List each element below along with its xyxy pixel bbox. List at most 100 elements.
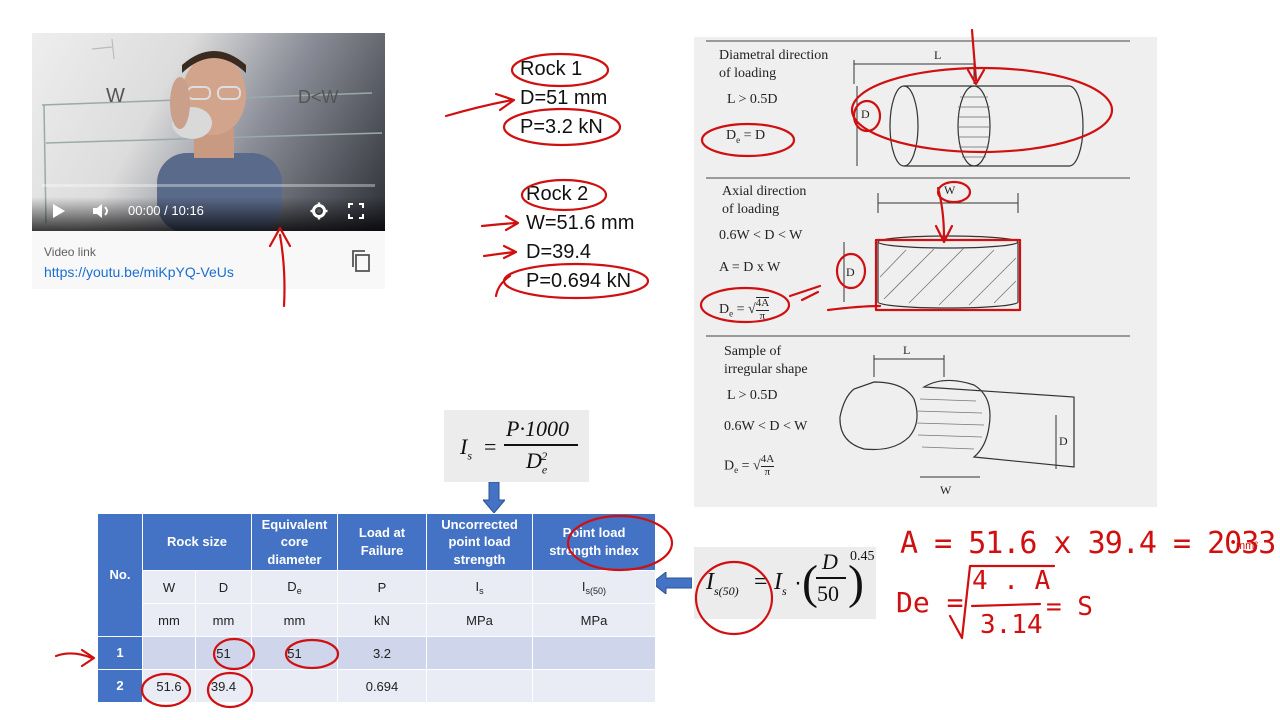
loading-direction-figure: Diametral direction of loading L > 0.5D …: [694, 37, 1157, 507]
formula-is50-paren-close: ): [848, 556, 864, 609]
s3-condition1: L > 0.5D: [727, 388, 778, 403]
s3-dim-d: D: [1059, 434, 1068, 448]
cell-w: 51.6: [142, 669, 196, 703]
video-link-label: Video link: [44, 245, 96, 259]
handwritten-de-numerator: 4 . A: [972, 566, 1051, 596]
unit-d: mm: [195, 603, 252, 637]
note-rock2-d: D=39.4: [526, 241, 592, 263]
s2-title-line1: Axial direction: [722, 184, 807, 199]
ink-arrow-rock2-w: [480, 214, 520, 232]
s2-area: A = D x W: [719, 260, 781, 275]
formula-is50-lhs: Is(50): [706, 569, 739, 598]
note-rock1-d: D=51 mm: [520, 87, 608, 109]
handwritten-de-result: = S: [1046, 592, 1093, 622]
s1-title-line2: of loading: [719, 66, 777, 81]
cell-p: 0.694: [337, 669, 427, 703]
cell-is: [426, 669, 533, 703]
cell-w: [142, 636, 196, 670]
cell-d: 39.4: [195, 669, 252, 703]
formula-is-denominator: De2: [526, 448, 548, 477]
cell-d: 51: [195, 636, 252, 670]
s3-title-line2: irregular shape: [724, 362, 808, 377]
formula-is50-exponent: 0.45: [850, 549, 875, 564]
note-rock2-w: W=51.6 mm: [526, 212, 635, 234]
s3-dim-l: L: [903, 343, 911, 357]
handwritten-de-denominator: 3.14: [980, 610, 1043, 640]
arrow-down-icon: [483, 482, 505, 514]
formula-is50-box: Is(50) = Is · ( D 50 ) 0.45: [694, 547, 876, 619]
copy-icon[interactable]: [350, 249, 372, 273]
seek-bar[interactable]: [42, 184, 375, 187]
s3-title-line1: Sample of: [724, 344, 782, 359]
symbol-p: P: [337, 570, 427, 604]
arrow-left-icon: [652, 572, 692, 594]
table-row: 1 51 51 3.2: [97, 636, 656, 670]
fullscreen-icon[interactable]: [348, 203, 364, 219]
note-rock2-title: Rock 2: [526, 183, 589, 205]
formula-is-lhs: Is: [460, 434, 472, 463]
ink-arrow-rock2-d: [482, 244, 518, 260]
player-controls-bar: [32, 197, 385, 231]
row-no: 2: [97, 669, 143, 703]
cell-de: 51: [251, 636, 338, 670]
note-rock1-p: P=3.2 kN: [520, 116, 603, 138]
video-url-link[interactable]: https://youtu.be/miKpYQ-VeUs: [44, 264, 234, 280]
s2-title-line2: of loading: [722, 202, 780, 217]
note-rock1-title: Rock 1: [520, 58, 583, 80]
ink-arrow-row1: [54, 648, 96, 668]
formula-is-box: Is = P·1000 De2: [444, 410, 589, 482]
video-player[interactable]: W D<W 00:00 / 10:16: [32, 33, 385, 231]
s1-dim-l: L: [934, 48, 942, 62]
board-text-w: W: [106, 85, 125, 107]
formula-is-fraction-bar: [504, 444, 578, 446]
cell-p: 3.2: [337, 636, 427, 670]
formula-is50-paren-open: (: [802, 556, 818, 609]
row-no: 1: [97, 636, 143, 670]
s3-condition2: 0.6W < D < W: [724, 419, 808, 434]
unit-is50: MPa: [532, 603, 656, 637]
formula-is50-numerator: D: [822, 549, 838, 574]
unit-is: MPa: [426, 603, 533, 637]
handwritten-area-calc: A = 51.6 x 39.4 = 2033.04: [900, 526, 1280, 561]
s3-dim-w: W: [940, 483, 952, 497]
symbol-is50: Is(50): [532, 570, 656, 604]
header-no: No.: [97, 513, 143, 637]
formula-is50-denominator: 50: [817, 581, 839, 606]
symbol-d: D: [195, 570, 252, 604]
s1-dim-d: D: [861, 107, 870, 121]
s1-title-line1: Diametral direction: [719, 48, 829, 63]
board-text-dw: D<W: [298, 87, 339, 107]
cell-is50: [532, 636, 656, 670]
table-row: 2 51.6 39.4 0.694: [97, 669, 656, 703]
volume-icon[interactable]: [92, 203, 112, 219]
formula-is-numerator: P·1000: [506, 416, 569, 441]
s2-condition: 0.6W < D < W: [719, 228, 803, 243]
unit-de: mm: [251, 603, 338, 637]
formula-is50-dot: ·: [794, 569, 802, 596]
symbol-w: W: [142, 570, 196, 604]
symbol-is: Is: [426, 570, 533, 604]
play-icon[interactable]: [52, 203, 66, 219]
cell-is50: [532, 669, 656, 703]
s2-dim-w: W: [944, 183, 956, 197]
cell-de: [251, 669, 338, 703]
formula-is50-equals: =: [754, 569, 768, 595]
header-rock-size: Rock size: [142, 513, 252, 571]
handwritten-de-prefix: De =: [896, 586, 964, 619]
video-embed-card: W D<W 00:00 / 10:16 Video link h: [32, 33, 385, 289]
settings-gear-icon[interactable]: [310, 202, 328, 220]
unit-w: mm: [142, 603, 196, 637]
s1-formula: De = D: [726, 128, 766, 145]
formula-is-equals: =: [484, 434, 497, 459]
note-rock2-p: P=0.694 kN: [526, 270, 632, 292]
unit-p: kN: [337, 603, 427, 637]
ink-arrow-rock1: [444, 92, 516, 118]
video-time-display: 00:00 / 10:16: [128, 203, 204, 218]
s2-dim-d: D: [846, 265, 855, 279]
